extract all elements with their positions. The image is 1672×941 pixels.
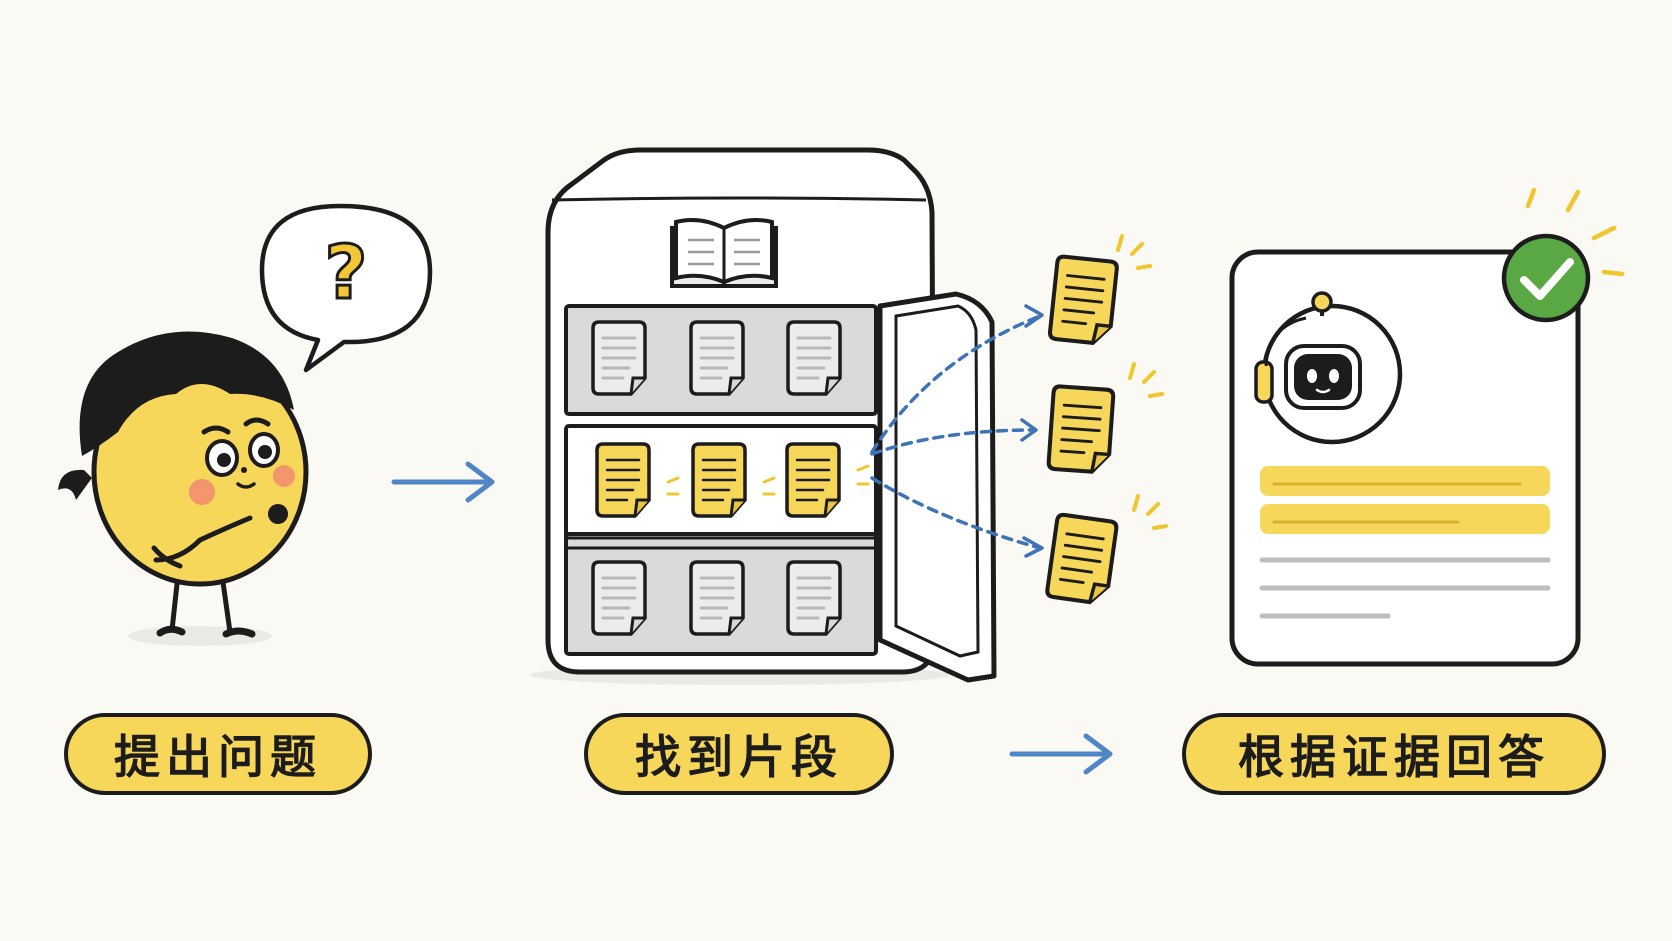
check-icon xyxy=(1501,187,1625,323)
document-icon xyxy=(1046,514,1117,604)
retrieved-fragments xyxy=(1046,234,1168,604)
arrow-right-icon xyxy=(391,461,495,503)
document-cabinet xyxy=(530,147,997,685)
document-icon xyxy=(1048,386,1113,473)
thinking-character-icon xyxy=(58,331,309,646)
arrow-right-icon xyxy=(1009,733,1113,775)
robot-icon xyxy=(1254,291,1403,445)
step-ask-question: 提出问题 xyxy=(64,713,372,795)
document-icon xyxy=(786,560,842,636)
document-icon xyxy=(1049,256,1117,345)
step-answer-with-evidence: 根据证据回答 xyxy=(1182,713,1606,795)
answer-card xyxy=(1229,187,1625,667)
step-find-fragments: 找到片段 xyxy=(584,713,894,795)
document-icon xyxy=(786,320,842,396)
thought-bubble: ? xyxy=(259,203,433,373)
document-icon xyxy=(591,560,647,636)
document-icon xyxy=(689,560,745,636)
document-icon xyxy=(691,442,747,518)
document-icon xyxy=(689,320,745,396)
document-icon xyxy=(785,442,841,518)
retrieval-arrows xyxy=(870,314,1042,550)
question-mark: ? xyxy=(325,230,368,316)
book-icon xyxy=(670,218,778,288)
document-icon xyxy=(591,320,647,396)
document-icon xyxy=(595,442,651,518)
